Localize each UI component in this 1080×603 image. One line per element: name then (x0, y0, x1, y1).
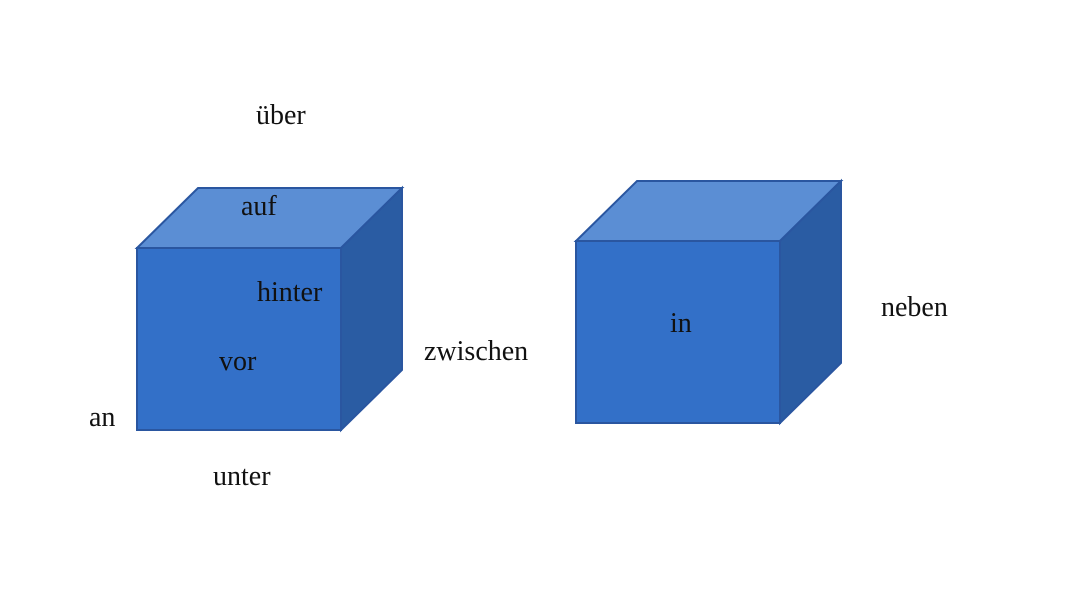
label-ueber: über (256, 100, 306, 131)
label-hinter: hinter (257, 277, 323, 308)
left-cube-front (136, 247, 342, 431)
label-an: an (89, 402, 116, 433)
label-vor: vor (219, 346, 257, 377)
label-zwischen: zwischen (424, 336, 529, 367)
label-unter: unter (213, 461, 271, 492)
left-cube (134, 185, 405, 433)
label-in: in (670, 308, 692, 339)
right-cube (573, 178, 844, 426)
label-neben: neben (881, 292, 948, 323)
right-cube-front (575, 240, 781, 424)
label-auf: auf (241, 191, 277, 222)
